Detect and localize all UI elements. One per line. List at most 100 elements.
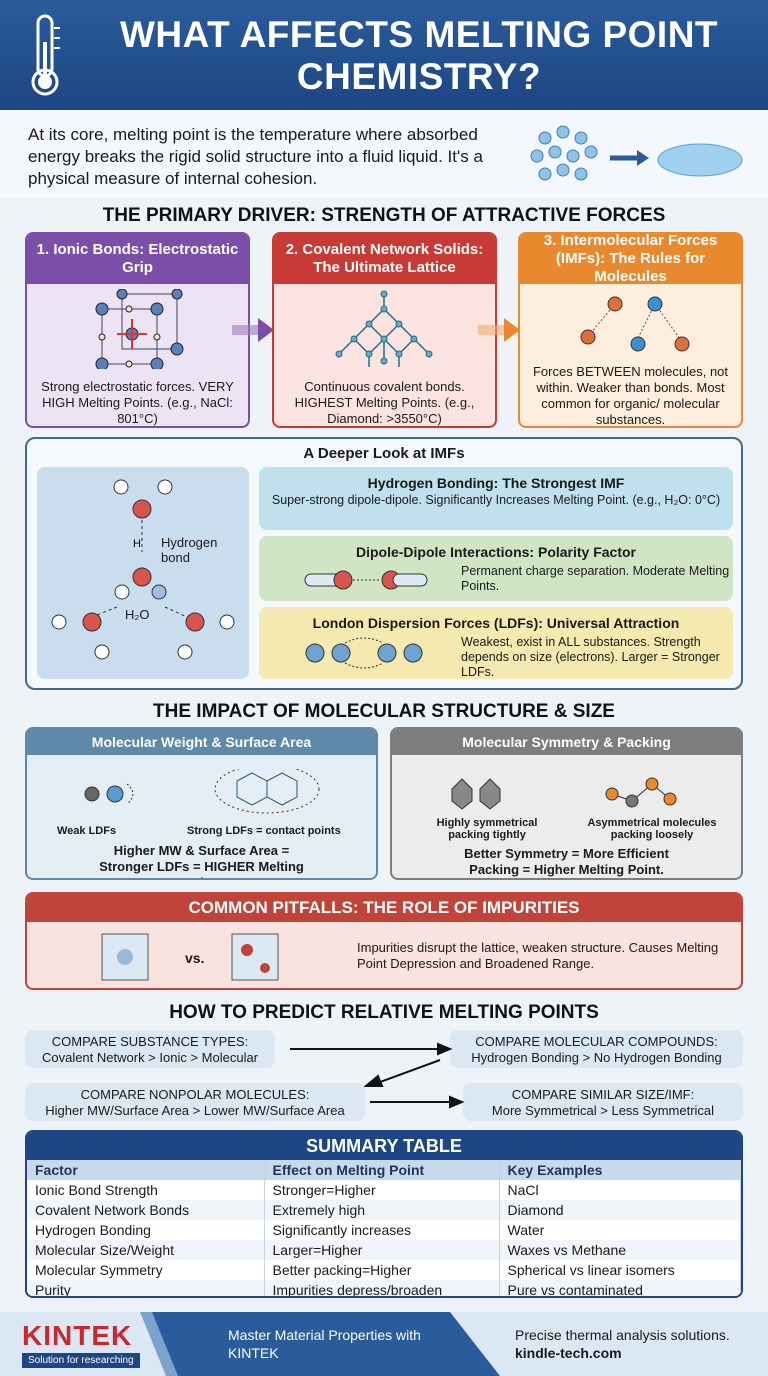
card-body: Strong electrostatic forces. VERY HIGH M… [41, 379, 234, 426]
imf-item-title: Dipole-Dipole Interactions: Polarity Fac… [355, 544, 637, 560]
asymmetric-label: Asymmetrical molecules packing loosely [587, 817, 717, 841]
hydrogen-bond-diagram: H Hydrogen bond H₂O [37, 467, 249, 679]
step-rule: Hydrogen Bonding > No Hydrogen Bonding [471, 1050, 722, 1065]
cell: Hydrogen Bonding [27, 1220, 265, 1240]
cell: Better packing=Higher [264, 1260, 500, 1280]
weak-ldf-label: Weak LDFs [57, 825, 117, 837]
cell: Significantly increases [264, 1220, 500, 1240]
structure-heading: THE IMPACT OF MOLECULAR STRUCTURE & SIZE [153, 701, 615, 722]
cell: Purity [27, 1280, 265, 1296]
card-summary: Higher MW & Surface Area = Stronger LDFs… [99, 843, 304, 878]
solid-to-liquid-illustration [530, 125, 743, 181]
cell: Waxes vs Methane [499, 1240, 741, 1260]
arrow-right-icon [478, 318, 520, 342]
predict-step-4: COMPARE SIMILAR SIZE/IMF:More Symmetrica… [463, 1083, 743, 1121]
step-title: COMPARE SIMILAR SIZE/IMF: [511, 1087, 695, 1102]
ldf-icon [305, 637, 423, 669]
imf-item-body: Super-strong dipole-dipole. Significantl… [271, 493, 721, 507]
intro: At its core, melting point is the temper… [0, 110, 768, 198]
step-rule: Covalent Network > Ionic > Molecular [41, 1050, 259, 1065]
card-covalent: 2. Covalent Network Solids: The Ultimate… [272, 232, 497, 428]
cell: Water [499, 1220, 741, 1240]
card-ionic: 1. Ionic Bonds: Electrostatic Grip Stron… [25, 232, 250, 428]
intro-text: At its core, melting point is the temper… [28, 125, 483, 188]
dipole-icon [304, 570, 428, 590]
column-header: Effect on Melting Point [264, 1160, 500, 1180]
imf-item-body: Weakest, exist in ALL substances. Streng… [461, 635, 720, 679]
cell: Stronger=Higher [264, 1180, 500, 1200]
flow-arrows [290, 1042, 465, 1109]
card-title: Molecular Symmetry & Packing [392, 729, 741, 755]
cell: Impurities depress/broaden [264, 1280, 500, 1296]
imf-hydrogen-bonding: Hydrogen Bonding: The Strongest IMF Supe… [259, 467, 733, 530]
pitfalls-title: COMMON PITFALLS: THE ROLE OF IMPURITIES [27, 894, 741, 922]
step-rule: More Symmetrical > Less Symmetrical [491, 1103, 715, 1118]
predict-heading: HOW TO PREDICT RELATIVE MELTING POINTS [169, 1002, 599, 1023]
covalent-network-icon [335, 290, 433, 367]
pure-vs-impure-lattice-icon [101, 933, 279, 981]
cell: NaCl [499, 1180, 741, 1200]
water-formula: H₂O [125, 607, 150, 622]
card-title: 3. Intermolecular Forces (IMFs): The Rul… [520, 234, 741, 285]
card-body: Continuous covalent bonds. HIGHEST Melti… [294, 379, 475, 426]
imf-panel: A Deeper Look at IMFs H Hydrogen bond H₂… [25, 437, 743, 690]
card-title: 2. Covalent Network Solids: The Ultimate… [274, 234, 495, 284]
imf-dipole-dipole: Dipole-Dipole Interactions: Polarity Fac… [259, 536, 733, 601]
step-title: COMPARE NONPOLAR MOLECULES: [80, 1087, 310, 1102]
predict-step-1: COMPARE SUBSTANCE TYPES:Covalent Network… [25, 1030, 275, 1068]
cell: Molecular Size/Weight [27, 1240, 265, 1260]
pitfalls-text: Impurities disrupt the lattice, weaken s… [357, 940, 719, 971]
card-molecular-weight: Molecular Weight & Surface Area Weak LDF… [25, 727, 378, 880]
imf-london-dispersion: London Dispersion Forces (LDFs): Univers… [259, 607, 733, 679]
water-molecules-icon: H [51, 479, 235, 660]
cell: Covalent Network Bonds [27, 1200, 265, 1220]
strong-ldf-label: Strong LDFs = contact points [187, 825, 341, 837]
card-symmetry: Molecular Symmetry & Packing Highly symm… [390, 727, 743, 880]
page-title: WHAT AFFECTS MELTING POINT CHEMISTRY? [119, 14, 719, 97]
imf-item-body: Permanent charge separation. Moderate Me… [461, 564, 730, 593]
imf-title: A Deeper Look at IMFs [303, 445, 465, 462]
molecules-icon [580, 296, 690, 352]
step-rule: Higher MW/Surface Area > Lower MW/Surfac… [45, 1103, 345, 1118]
cell: Diamond [499, 1200, 741, 1220]
footer-website-link[interactable]: kindle-tech.com [515, 1345, 622, 1361]
ionic-lattice-icon [95, 289, 184, 369]
card-title: Molecular Weight & Surface Area [27, 729, 376, 755]
packing-icon [451, 777, 677, 810]
footer-right-line1: Precise thermal analysis solutions. [515, 1327, 730, 1343]
symmetric-label: Highly symmetrical packing tightly [436, 817, 538, 841]
card-summary: Better Symmetry = More Efficient Packing… [464, 846, 669, 877]
cell: Ionic Bond Strength [27, 1180, 265, 1200]
kintek-logo: KINTEK [22, 1320, 133, 1351]
column-header: Factor [27, 1160, 265, 1180]
header: WHAT AFFECTS MELTING POINT CHEMISTRY? [0, 0, 768, 110]
cell: Spherical vs linear isomers [499, 1260, 741, 1280]
footer-band [140, 1312, 500, 1376]
imf-item-title: London Dispersion Forces (LDFs): Univers… [312, 615, 680, 631]
footer: KINTEK Solution for researching Master M… [0, 1312, 768, 1376]
hydrogen-bond-label: Hydrogen bond [161, 535, 218, 565]
predict-step-3: COMPARE NONPOLAR MOLECULES:Higher MW/Sur… [25, 1083, 365, 1121]
thermometer-icon [31, 14, 60, 96]
footer-middle-text: Master Material Properties with KINTEK [228, 1327, 421, 1361]
primary-heading: THE PRIMARY DRIVER: STRENGTH OF ATTRACTI… [102, 205, 666, 226]
column-header: Key Examples [499, 1160, 741, 1180]
cell: Pure vs contaminated [499, 1280, 741, 1296]
cell: Larger=Higher [264, 1240, 500, 1260]
step-title: COMPARE SUBSTANCE TYPES: [51, 1034, 249, 1049]
summary-title: SUMMARY TABLE [27, 1132, 741, 1160]
molecule-size-icon [84, 769, 320, 814]
cell: Molecular Symmetry [27, 1260, 265, 1280]
pitfalls-panel: COMMON PITFALLS: THE ROLE OF IMPURITIES … [25, 892, 743, 990]
vs-label: vs. [185, 950, 205, 966]
card-imf: 3. Intermolecular Forces (IMFs): The Rul… [518, 232, 743, 428]
predict-step-2: COMPARE MOLECULAR COMPOUNDS:Hydrogen Bon… [450, 1030, 743, 1068]
